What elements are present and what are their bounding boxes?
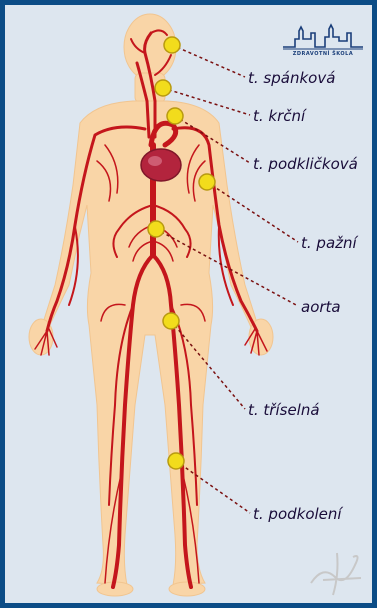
signature-mark xyxy=(311,553,361,595)
pulse-point-temporal xyxy=(164,37,180,53)
body-silhouette xyxy=(29,14,273,596)
pulse-point-subclavian xyxy=(167,108,183,124)
label-popliteal-artery: t. podkolení xyxy=(253,505,342,523)
label-femoral-artery: t. tříselná xyxy=(248,401,320,419)
school-logo: ZDRAVOTNÍ ŠKOLA xyxy=(281,23,365,69)
pulse-point-aorta xyxy=(148,221,164,237)
pulse-point-carotid xyxy=(155,80,171,96)
label-carotid-artery: t. krční xyxy=(253,107,305,125)
logo-caption: ZDRAVOTNÍ ŠKOLA xyxy=(281,51,365,57)
diagram-panel: ZDRAVOTNÍ ŠKOLA t. spánková t. krční t. … xyxy=(5,5,372,603)
pulse-point-brachial xyxy=(199,174,215,190)
pulse-point-popliteal xyxy=(168,453,184,469)
label-brachial-artery: t. pažní xyxy=(301,234,357,252)
label-temporal-artery: t. spánková xyxy=(248,69,335,87)
heart-icon xyxy=(141,149,181,181)
pulse-point-femoral xyxy=(163,313,179,329)
skyline-icon xyxy=(281,23,365,53)
label-subclavian-artery: t. podkličková xyxy=(253,155,358,173)
leader-temporal xyxy=(172,45,245,77)
label-aorta: aorta xyxy=(301,298,341,316)
